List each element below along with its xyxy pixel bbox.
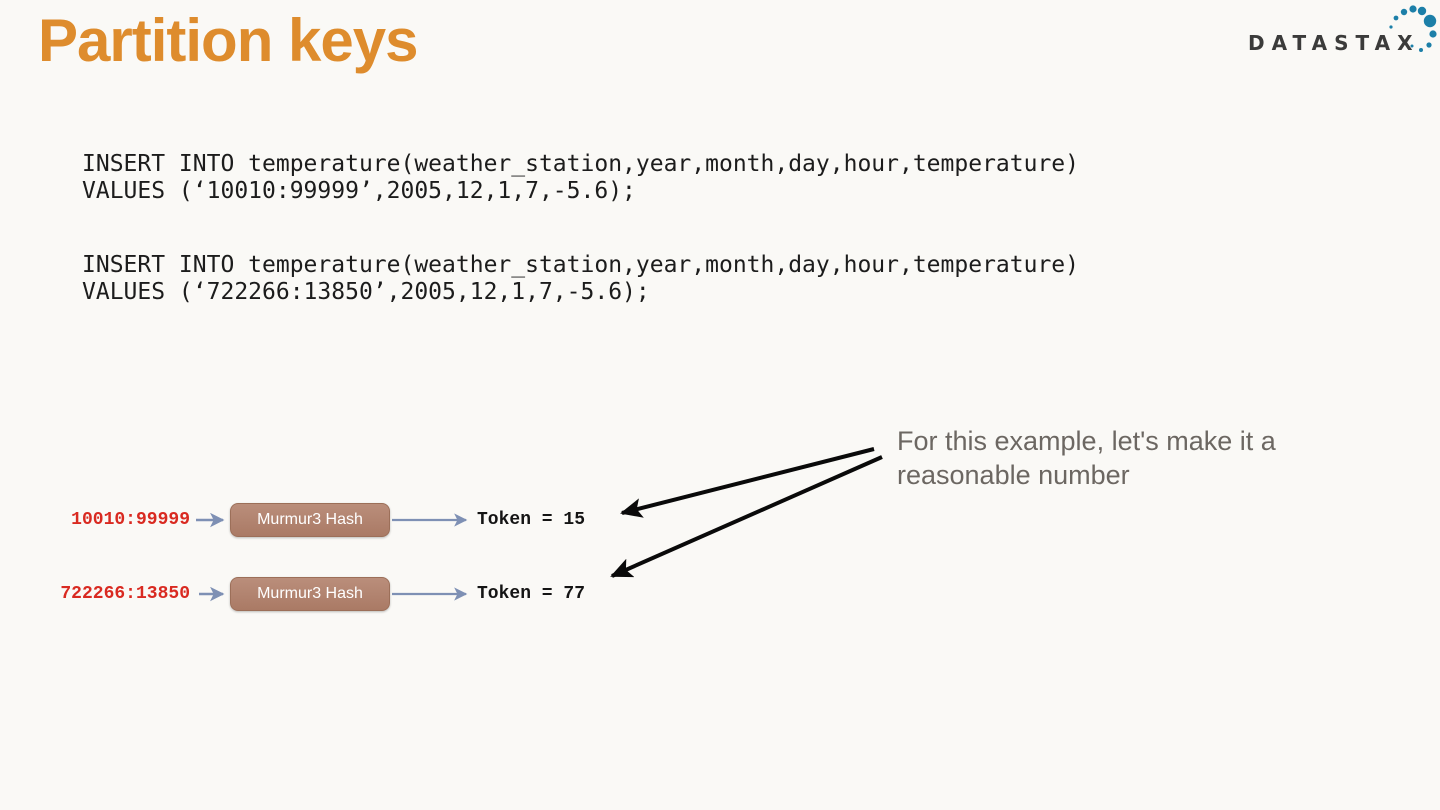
token-label-2: Token = 77 xyxy=(477,584,586,604)
murmur3-hash-box-2: Murmur3 Hash xyxy=(230,577,390,611)
murmur3-hash-box-1: Murmur3 Hash xyxy=(230,503,390,537)
datastax-logo-text: DATASTAX xyxy=(1248,31,1420,55)
partition-key-label-1: 10010:99999 xyxy=(71,510,190,530)
code-line: INSERT INTO temperature(weather_station,… xyxy=(82,151,1079,177)
token-label-1: Token = 15 xyxy=(477,510,586,530)
code-line: VALUES (‘722266:13850’,2005,12,1,7,-5.6)… xyxy=(82,279,650,305)
code-line: INSERT INTO temperature(weather_station,… xyxy=(82,252,1079,278)
pointer-arrow-to-token77 xyxy=(610,455,883,578)
code-block-insert-1: INSERT INTO temperature(weather_station,… xyxy=(82,151,1079,205)
datastax-dots-icon xyxy=(1389,5,1437,52)
code-block-insert-2: INSERT INTO temperature(weather_station,… xyxy=(82,252,1079,306)
code-line: VALUES (‘10010:99999’,2005,12,1,7,-5.6); xyxy=(82,178,636,204)
partition-key-label-2: 722266:13850 xyxy=(60,584,190,604)
datastax-logo: DATASTAX xyxy=(1245,0,1440,66)
annotation-text: For this example, let's make it a reason… xyxy=(897,426,1276,490)
pointer-arrow-to-token15 xyxy=(620,447,875,518)
page-title: Partition keys xyxy=(38,7,418,74)
